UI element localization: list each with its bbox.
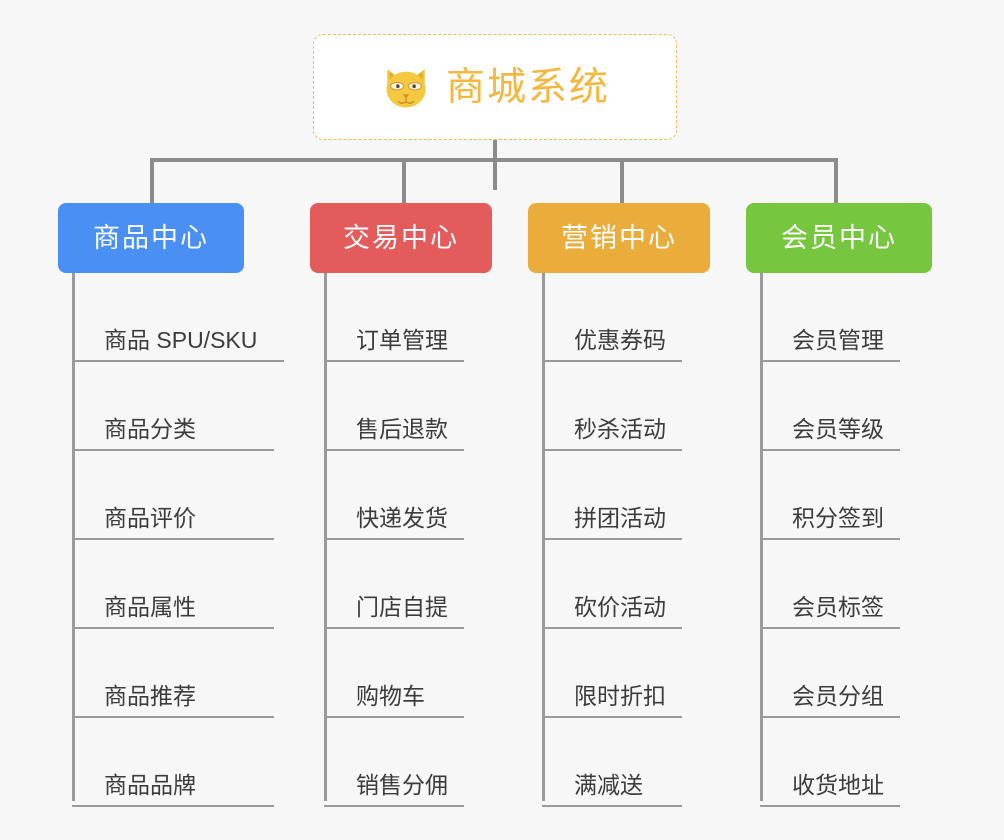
- list-item[interactable]: 商品属性: [72, 540, 274, 629]
- list-item[interactable]: 销售分佣: [324, 718, 464, 807]
- branch-header-product-center[interactable]: 商品中心: [58, 203, 244, 273]
- branch-spine: [760, 273, 763, 801]
- leaf-label: 商品分类: [104, 415, 196, 442]
- leaf-label: 商品推荐: [104, 682, 196, 709]
- connector-drop-1: [402, 158, 406, 206]
- leaf-label: 门店自提: [356, 593, 448, 620]
- list-item[interactable]: 满减送: [542, 718, 682, 807]
- leaf-label: 商品评价: [104, 504, 196, 531]
- branch-header-marketing-center[interactable]: 营销中心: [528, 203, 710, 273]
- list-item[interactable]: 限时折扣: [542, 629, 682, 718]
- leaf-label: 会员分组: [792, 682, 884, 709]
- leaf-label: 满减送: [574, 771, 643, 798]
- list-item[interactable]: 商品 SPU/SKU: [72, 273, 284, 362]
- branch-spine: [324, 273, 327, 801]
- leaf-label: 快递发货: [356, 504, 448, 531]
- leaf-label: 秒杀活动: [574, 415, 666, 442]
- root-title: 商城系统: [445, 65, 610, 109]
- leaf-label: 售后退款: [356, 415, 448, 442]
- branch-spine: [72, 273, 75, 801]
- leaf-label: 砍价活动: [574, 593, 666, 620]
- branch-header-label: 营销中心: [561, 222, 677, 253]
- list-item[interactable]: 砍价活动: [542, 540, 682, 629]
- leaf-label: 商品属性: [104, 593, 196, 620]
- leaf-list-product-center: 商品 SPU/SKU 商品分类 商品评价 商品属性 商品推荐 商品品牌: [58, 273, 284, 807]
- list-item[interactable]: 商品品牌: [72, 718, 274, 807]
- branch-column-marketing-center: 营销中心 优惠券码 秒杀活动 拼团活动 砍价活动 限时折扣 满减送: [528, 203, 710, 807]
- leaf-label: 会员等级: [792, 415, 884, 442]
- list-item[interactable]: 会员管理: [760, 273, 900, 362]
- leaf-list-trade-center: 订单管理 售后退款 快递发货 门店自提 购物车 销售分佣: [310, 273, 464, 807]
- branch-header-member-center[interactable]: 会员中心: [746, 203, 932, 273]
- list-item[interactable]: 商品推荐: [72, 629, 274, 718]
- connector-drop-0: [150, 158, 154, 206]
- branch-header-label: 会员中心: [781, 222, 897, 253]
- leaf-label: 积分签到: [792, 504, 884, 531]
- root-node[interactable]: 商城系统: [313, 34, 677, 140]
- list-item[interactable]: 会员标签: [760, 540, 900, 629]
- leaf-label: 订单管理: [356, 326, 448, 353]
- list-item[interactable]: 秒杀活动: [542, 362, 682, 451]
- shiba-dog-icon: [386, 69, 426, 109]
- branch-header-label: 交易中心: [343, 222, 459, 253]
- list-item[interactable]: 收货地址: [760, 718, 900, 807]
- leaf-label: 优惠券码: [574, 326, 666, 353]
- list-item[interactable]: 会员分组: [760, 629, 900, 718]
- connector-drop-3: [834, 158, 838, 206]
- branch-spine: [542, 273, 545, 801]
- list-item[interactable]: 门店自提: [324, 540, 464, 629]
- list-item[interactable]: 积分签到: [760, 451, 900, 540]
- leaf-label: 商品品牌: [104, 771, 196, 798]
- connector-bus: [150, 158, 838, 162]
- leaf-label: 会员管理: [792, 326, 884, 353]
- connector-root-stem: [493, 140, 497, 190]
- branch-column-member-center: 会员中心 会员管理 会员等级 积分签到 会员标签 会员分组 收货地址: [746, 203, 932, 807]
- list-item[interactable]: 商品分类: [72, 362, 274, 451]
- list-item[interactable]: 快递发货: [324, 451, 464, 540]
- connector-drop-2: [620, 158, 624, 206]
- list-item[interactable]: 售后退款: [324, 362, 464, 451]
- leaf-label: 购物车: [356, 682, 425, 709]
- branch-header-label: 商品中心: [93, 222, 209, 253]
- branch-column-trade-center: 交易中心 订单管理 售后退款 快递发货 门店自提 购物车 销售分佣: [310, 203, 492, 807]
- leaf-label: 拼团活动: [574, 504, 666, 531]
- branch-header-trade-center[interactable]: 交易中心: [310, 203, 492, 273]
- leaf-label: 销售分佣: [356, 771, 448, 798]
- leaf-label: 商品 SPU/SKU: [104, 326, 258, 353]
- leaf-label: 会员标签: [792, 593, 884, 620]
- list-item[interactable]: 订单管理: [324, 273, 464, 362]
- list-item[interactable]: 拼团活动: [542, 451, 682, 540]
- list-item[interactable]: 购物车: [324, 629, 464, 718]
- leaf-list-marketing-center: 优惠券码 秒杀活动 拼团活动 砍价活动 限时折扣 满减送: [528, 273, 682, 807]
- list-item[interactable]: 优惠券码: [542, 273, 682, 362]
- list-item[interactable]: 会员等级: [760, 362, 900, 451]
- list-item[interactable]: 商品评价: [72, 451, 274, 540]
- branch-column-product-center: 商品中心 商品 SPU/SKU 商品分类 商品评价 商品属性 商品推荐 商品品牌: [58, 203, 284, 807]
- leaf-label: 限时折扣: [574, 682, 666, 709]
- leaf-list-member-center: 会员管理 会员等级 积分签到 会员标签 会员分组 收货地址: [746, 273, 900, 807]
- leaf-label: 收货地址: [792, 771, 884, 798]
